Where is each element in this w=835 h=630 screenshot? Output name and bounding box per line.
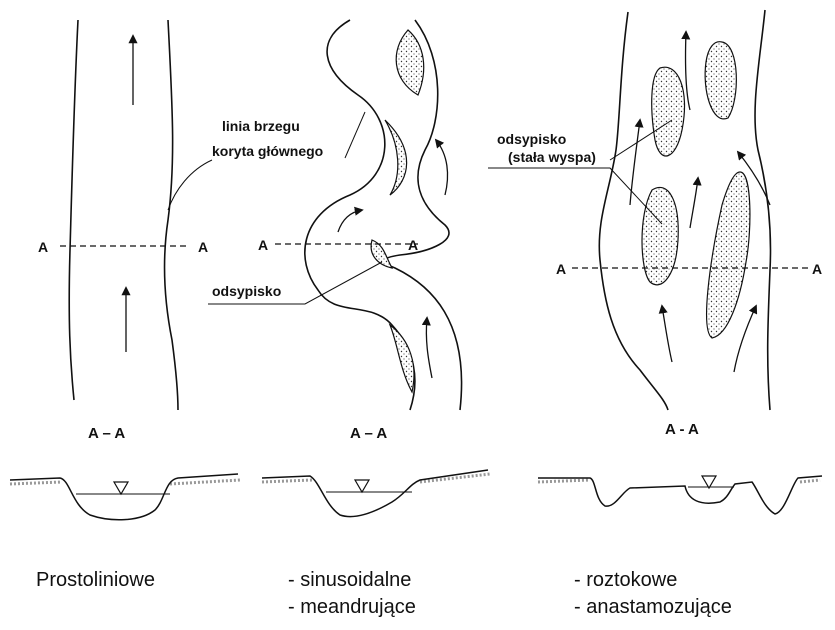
island-label: odsypisko [497,131,566,147]
caption-meandering: - meandrujące [288,596,416,618]
flow-arrow-icon [338,210,362,232]
meander-point-bar [385,120,407,195]
caption-straight: Prostoliniowe [36,569,155,591]
straight-channel: A A [38,20,208,410]
section-marker-left: A [38,239,48,255]
section-marker-right: A [812,261,822,277]
bank-line-label: linia brzegu [222,118,300,134]
straight-cross-section [10,474,240,520]
caption-braided: - roztokowe [574,569,677,591]
flow-arrow-icon [690,178,698,228]
island-bar [652,67,685,156]
bar-label: odsypisko [212,283,281,299]
section-marker-left: A [556,261,566,277]
braided-channel: A A odsypisko (stała wyspa) [488,10,822,410]
section-marker-right: A [408,237,418,253]
flow-arrow-icon [630,120,640,205]
bank-label-leader [168,160,212,210]
meander-point-bar [390,325,414,392]
flow-arrow-icon [685,32,690,110]
caption-anastomosing: - anastamozujące [574,596,732,618]
island-bar [705,42,736,119]
section-marker-right: A [198,239,208,255]
water-level-triangle-icon [355,480,369,492]
bank-line-label: koryta głównego [212,143,323,159]
island-label-leader [488,168,662,224]
flow-arrow-icon [436,140,448,195]
braided-cross-section [538,476,822,514]
flow-arrow-icon [734,306,756,372]
cross-section-title: A – A [350,425,387,442]
caption-sinusoidal: - sinusoidalne [288,569,411,591]
island-label: (stała wyspa) [508,149,596,165]
meander-point-bar [396,30,424,95]
water-level-triangle-icon [702,476,716,488]
water-level-triangle-icon [114,482,128,494]
straight-right-bank [165,20,178,410]
meander-cross-section [262,470,490,517]
braided-right-bank [755,10,770,410]
island-bar [707,172,750,338]
section-marker-left: A [258,237,268,253]
flow-arrow-icon [662,306,672,362]
island-bar [642,187,678,284]
flow-arrow-icon [426,318,432,378]
meandering-channel: A A linia brzegu koryta głównego odsypis… [168,20,462,410]
cross-section-title: A – A [88,425,125,442]
straight-left-bank [69,20,78,400]
cross-section-title: A - A [665,421,699,438]
bank-label-leader [345,112,365,158]
